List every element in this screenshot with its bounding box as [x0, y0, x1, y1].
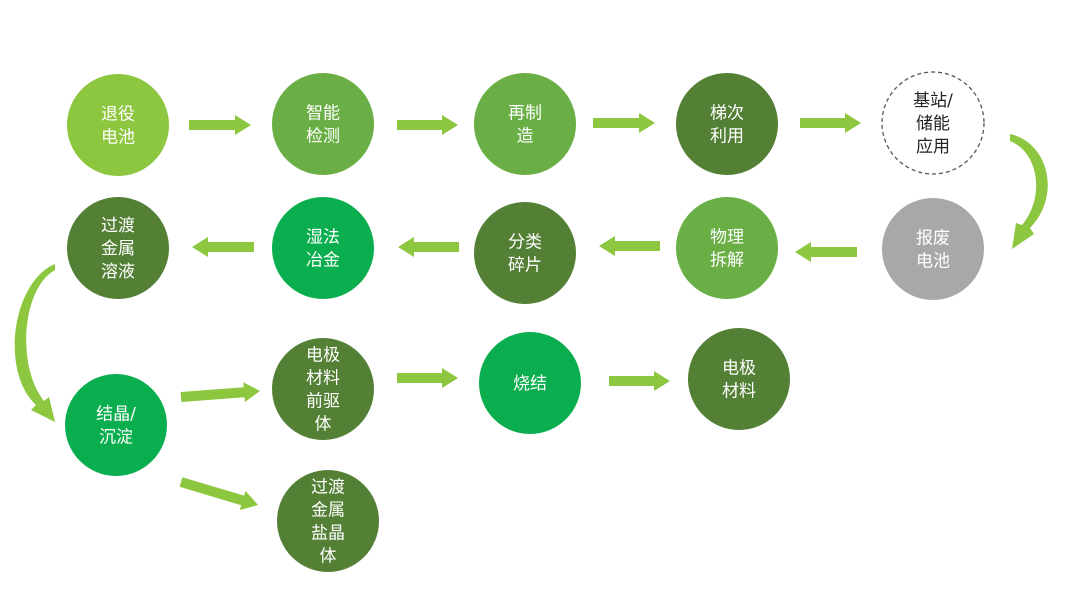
- node-circle: [676, 73, 778, 175]
- arrow-fragments-to-hydrometallurgy: [398, 237, 459, 257]
- node-circle: [676, 197, 778, 299]
- node-label-line: 智能: [306, 104, 340, 124]
- arrow-crystallization-to-precursor: [180, 382, 260, 403]
- nodes-layer: 退役电池智能检测再制造梯次利用基站/储能应用报废电池物理拆解分类碎片湿法冶金过渡…: [65, 71, 985, 572]
- node-label-line: 金属: [101, 239, 135, 259]
- arrow-crystallization-to-salt: [179, 477, 259, 511]
- node-label-line: 应用: [916, 137, 950, 157]
- node-label-line: 电池: [916, 252, 950, 272]
- node-crystallization-precipitation: 结晶/沉淀: [65, 374, 167, 476]
- node-label-line: 退役: [101, 105, 135, 125]
- node-label-line: 体: [315, 415, 332, 435]
- node-label-line: 利用: [710, 127, 744, 147]
- node-label-line: 检测: [306, 127, 340, 147]
- arrow-sintering-to-electrode: [609, 371, 670, 391]
- node-circle: [272, 338, 374, 440]
- node-circle: [277, 470, 379, 572]
- node-circle: [65, 374, 167, 476]
- node-sintering: 烧结: [479, 332, 581, 434]
- node-label-line: 结晶/: [96, 405, 136, 425]
- node-label-line: 湿法: [306, 228, 340, 248]
- arrow-solution-to-crystallization: [14, 264, 55, 422]
- node-label-line: 沉淀: [99, 428, 133, 448]
- arrow-precursor-to-sintering: [397, 368, 458, 388]
- node-label-line: 过渡: [101, 216, 135, 236]
- node-label-line: 电池: [101, 128, 135, 148]
- node-circle: [272, 197, 374, 299]
- node-label-line: 电极: [306, 346, 340, 366]
- arrow-dismantling-to-fragments: [599, 236, 660, 256]
- arrow-retired-to-detection: [189, 115, 251, 135]
- node-label-line: 拆解: [710, 251, 744, 271]
- node-circle: [474, 73, 576, 175]
- node-label-line: 溶液: [101, 262, 135, 282]
- node-label-line: 分类: [508, 233, 542, 253]
- node-label-line: 储能: [916, 114, 950, 134]
- node-label-line: 材料: [722, 382, 756, 402]
- node-circle: [881, 71, 985, 175]
- node-circle: [688, 328, 790, 430]
- node-label-line: 金属: [311, 501, 345, 521]
- node-circle: [474, 202, 576, 304]
- node-circle: [272, 73, 374, 175]
- node-label-line: 电极: [722, 359, 756, 379]
- node-remanufacture: 再制造: [474, 73, 576, 175]
- node-label-line: 报废: [916, 229, 950, 249]
- node-label-line: 冶金: [306, 251, 340, 271]
- arrow-remanufacture-to-cascade: [593, 113, 655, 133]
- node-circle: [479, 332, 581, 434]
- arrow-hydrometallurgy-to-solution: [192, 237, 254, 257]
- node-circle: [882, 198, 984, 300]
- arrow-cascade-to-storage: [800, 113, 861, 133]
- arrow-scrapped-to-dismantling: [795, 242, 857, 262]
- node-label-line: 烧结: [513, 374, 547, 394]
- node-circle: [67, 74, 169, 176]
- arrows-layer: [14, 113, 1048, 511]
- node-label-line: 盐晶: [311, 524, 345, 544]
- node-label-line: 过渡: [311, 478, 345, 498]
- arrow-detection-to-remanufacture: [397, 115, 458, 135]
- node-label-line: 再制: [508, 104, 542, 124]
- node-label-line: 前驱: [306, 392, 340, 412]
- node-label-line: 梯次: [710, 104, 744, 124]
- node-label-line: 物理: [710, 228, 744, 248]
- node-label-line: 造: [517, 127, 534, 147]
- node-label-line: 体: [320, 547, 337, 567]
- arrow-storage-to-scrapped: [1010, 134, 1048, 249]
- node-label-line: 基站/: [913, 91, 953, 111]
- node-label-line: 碎片: [508, 256, 542, 276]
- node-circle: [67, 197, 169, 299]
- node-label-line: 材料: [306, 369, 340, 389]
